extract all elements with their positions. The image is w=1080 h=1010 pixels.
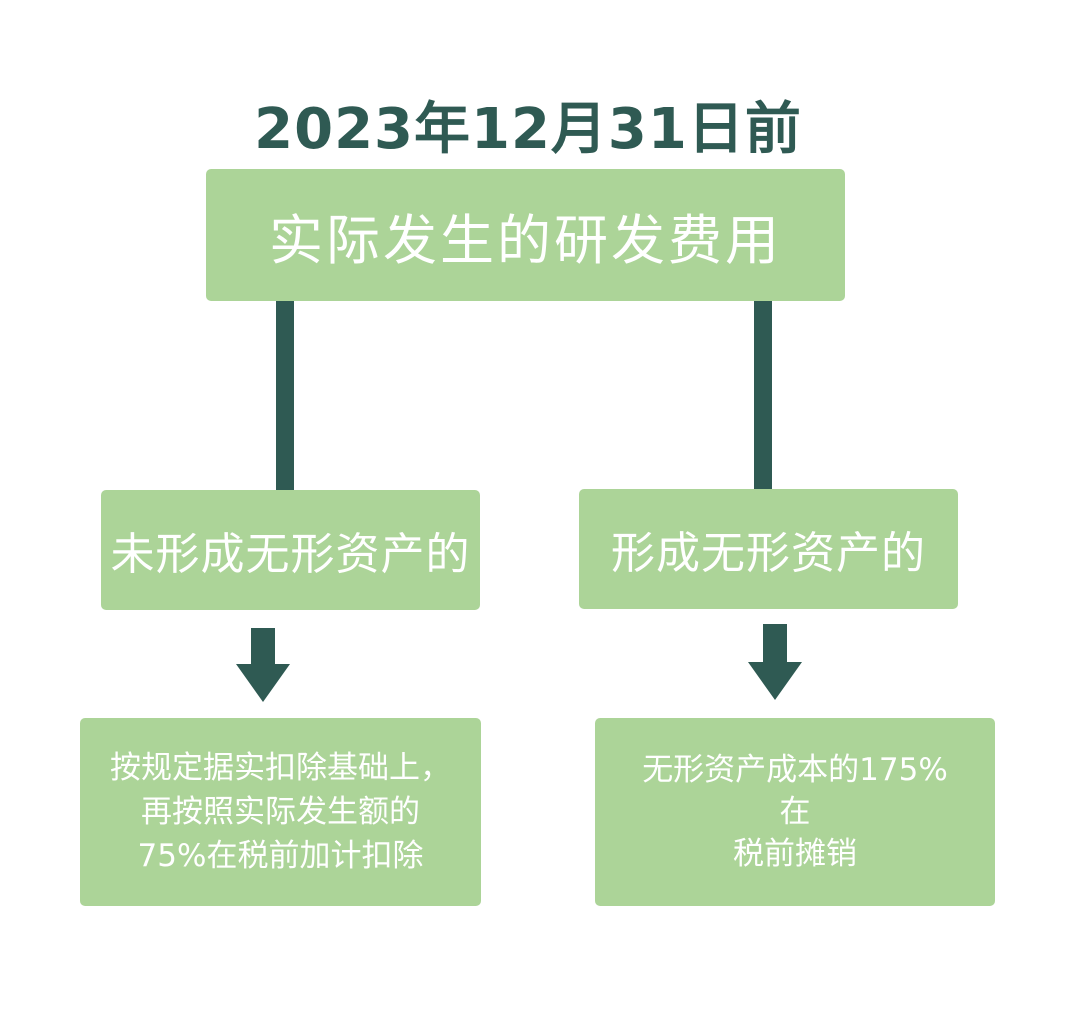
- root-node: 实际发生的研发费用: [206, 169, 845, 301]
- left-result-line-1: 按规定据实扣除基础上，: [110, 750, 451, 786]
- left-result-node: 按规定据实扣除基础上， 再按照实际发生额的 75%在税前加计扣除: [80, 718, 481, 906]
- right-down-arrow-icon: [748, 624, 802, 700]
- root-node-label: 实际发生的研发费用: [269, 208, 782, 272]
- right-connector: [754, 301, 772, 489]
- right-result-line-2: 税前摊销: [733, 836, 857, 872]
- left-result-line-2: 再按照实际发生额的: [141, 794, 420, 830]
- left-branch-node: 未形成无形资产的: [101, 490, 480, 610]
- left-down-arrow-icon: [236, 628, 290, 702]
- right-result-text: 无形资产成本的175%在 税前摊销: [635, 749, 955, 875]
- right-branch-label: 形成无形资产的: [611, 528, 926, 579]
- right-result-line-1: 无形资产成本的175%在: [642, 752, 948, 830]
- diagram-title: 2023年12月31日前: [254, 97, 802, 162]
- right-result-node: 无形资产成本的175%在 税前摊销: [595, 718, 995, 906]
- left-result-text: 按规定据实扣除基础上， 再按照实际发生额的 75%在税前加计扣除: [110, 746, 451, 878]
- right-branch-node: 形成无形资产的: [579, 489, 958, 609]
- left-branch-label: 未形成无形资产的: [110, 529, 471, 580]
- left-result-line-3: 75%在税前加计扣除: [137, 838, 424, 874]
- left-connector: [276, 301, 294, 490]
